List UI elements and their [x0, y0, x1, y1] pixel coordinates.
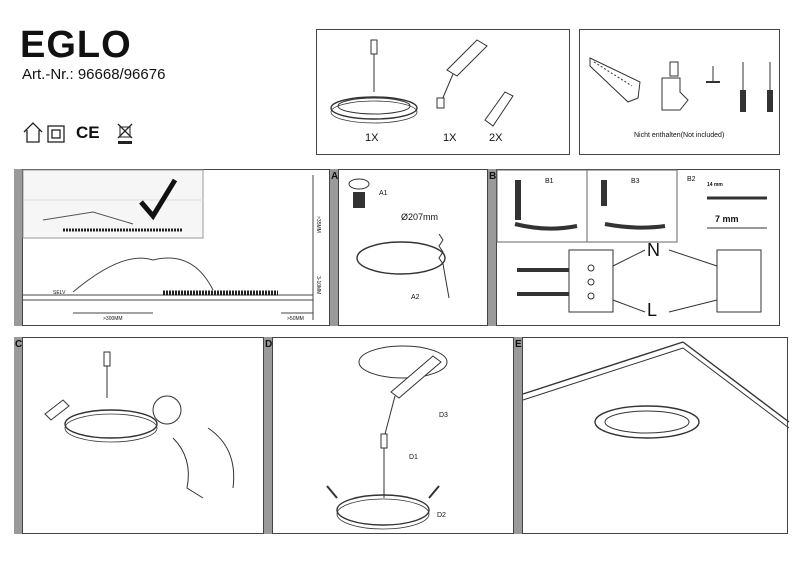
driver-quantity: 1X [443, 132, 457, 144]
clip-quantity: 2X [489, 132, 503, 144]
step-a-panel: A1 Ø207mm A2 [338, 169, 488, 326]
lamp-quantity: 1X [365, 132, 379, 144]
step-c-label: C [15, 339, 23, 350]
step-c-marker-bar [14, 337, 22, 534]
selv-label: SELV [53, 290, 66, 296]
step-b3: B3 [631, 178, 640, 185]
distance-50: >50MM [287, 316, 304, 322]
step-b-panel: B1 B3 B2 14 mm 7 mm N L [496, 169, 780, 326]
step-d3: D3 [439, 412, 448, 419]
strip-length-14: 14 mm [707, 182, 723, 188]
step-b-marker-bar [488, 169, 496, 326]
depth-3-10: 3-10MM [315, 276, 321, 295]
ce-mark: CE [76, 123, 100, 142]
terminal-live: L [647, 300, 658, 320]
step-c-panel [22, 337, 264, 534]
step-d1: D1 [409, 454, 418, 461]
step-d-panel: D3 D1 D2 [272, 337, 514, 534]
included-parts-panel: 1X 1X 2X [316, 29, 570, 155]
depth-35: >35MM [315, 216, 321, 233]
step-a-label: A [331, 171, 339, 182]
strip-length-7: 7 mm [715, 214, 739, 224]
article-number: Art.-Nr.: 96668/96676 [22, 66, 166, 83]
step-d2: D2 [437, 512, 446, 519]
step-a1: A1 [379, 190, 388, 197]
certification-icons: CE [22, 120, 142, 150]
step-d-marker-bar [264, 337, 272, 534]
brand-logo: EGLO [20, 24, 132, 66]
distance-300: >300MM [103, 316, 123, 322]
step-e-label: E [515, 339, 522, 350]
step-b1: B1 [545, 178, 554, 185]
step-e-panel [522, 337, 790, 534]
step-a2: A2 [411, 294, 420, 301]
cutout-diameter: Ø207mm [401, 212, 439, 222]
tools-caption: Nicht enthalten(Not included) [634, 132, 725, 139]
step-b2: B2 [687, 176, 696, 183]
house-indoor-icon [23, 122, 133, 144]
overview-marker-bar [14, 169, 22, 326]
installation-overview-panel: SELV >300MM >50MM >35MM 3-10MM [22, 169, 330, 326]
step-e-marker-bar [514, 337, 522, 534]
step-a-marker-bar [330, 169, 338, 326]
step-b-label: B [489, 171, 497, 182]
step-d-label: D [265, 339, 273, 350]
tools-panel: Nicht enthalten(Not included) [579, 29, 780, 155]
terminal-neutral: N [647, 240, 660, 260]
